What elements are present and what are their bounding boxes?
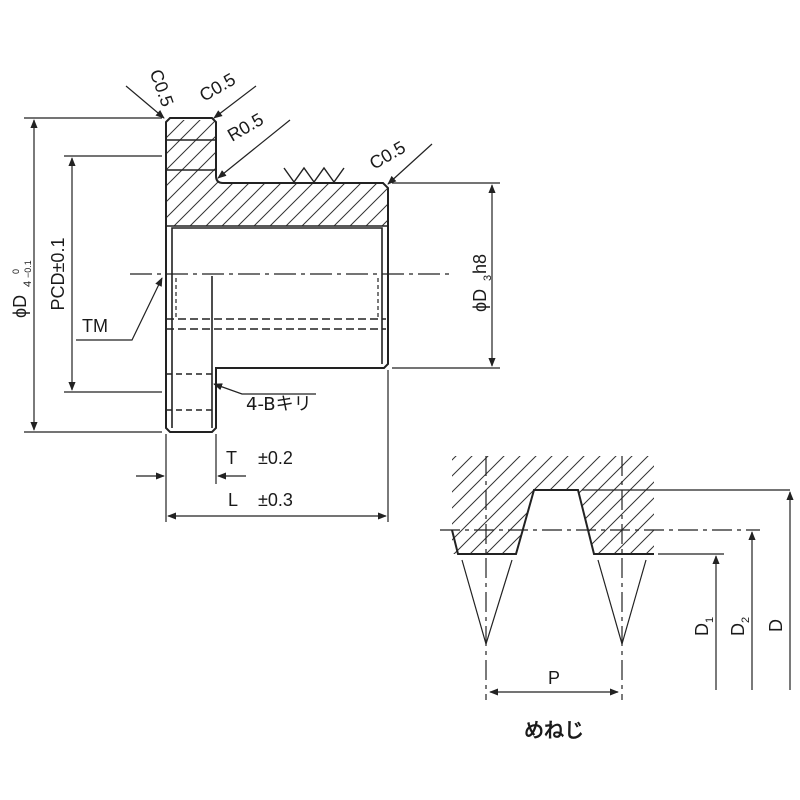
- thickness-tolerance: ±0.2: [258, 448, 293, 468]
- thickness-label: T: [226, 448, 237, 468]
- flange-hatch-top: [166, 120, 388, 226]
- svg-text:1: 1: [704, 617, 716, 623]
- thread-title: めねじ: [524, 718, 584, 742]
- svg-text:4: 4: [22, 281, 34, 287]
- radius-label: R0.5: [224, 109, 267, 145]
- chamfer-label-left: C0.5: [146, 67, 178, 110]
- svg-text:ϕD: ϕD: [10, 295, 30, 318]
- outer-diameter-label: ϕD 4 0 −0.1: [10, 260, 34, 318]
- thread-detail: [440, 456, 794, 700]
- length-label: L: [228, 490, 238, 510]
- tm-label: TM: [82, 316, 108, 336]
- bushing-section: [130, 117, 450, 433]
- chamfer-label-right: C0.5: [196, 69, 239, 105]
- svg-text:D: D: [766, 619, 786, 632]
- thread-profile: [451, 489, 654, 555]
- svg-text:D: D: [728, 623, 748, 636]
- bolt-hole-label: 4-Bキリ: [246, 394, 312, 415]
- bore-diameter-label: ϕD 3 h8: [470, 254, 494, 312]
- svg-text:3: 3: [482, 275, 494, 281]
- svg-text:2: 2: [740, 617, 752, 623]
- dimension-lines: [24, 85, 500, 522]
- pitch-label: P: [548, 668, 560, 688]
- svg-text:−0.1: −0.1: [23, 260, 33, 278]
- svg-text:h8: h8: [470, 254, 490, 274]
- major-diameter-label: D: [766, 619, 786, 632]
- svg-text:D: D: [692, 623, 712, 636]
- pcd-label: PCD±0.1: [48, 238, 68, 311]
- svg-text:ϕD: ϕD: [470, 289, 490, 312]
- minor-diameter-label: D 1: [692, 617, 716, 636]
- length-tolerance: ±0.3: [258, 490, 293, 510]
- bushing-outline: [165, 117, 389, 433]
- pitch-diameter-label: D 2: [728, 617, 752, 636]
- svg-text:0: 0: [11, 269, 21, 274]
- chamfer-label-bore: C0.5: [366, 137, 409, 173]
- thread-hatch: [452, 456, 654, 554]
